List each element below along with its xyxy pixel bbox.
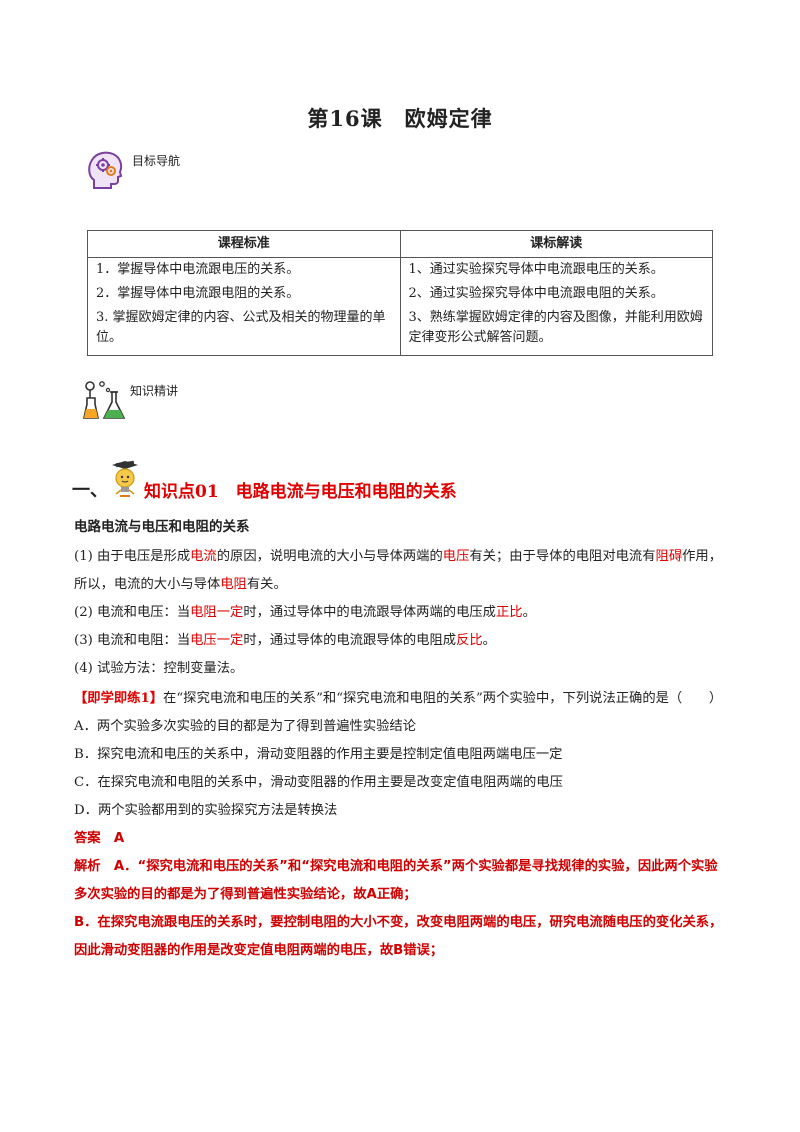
table-cell: 2．掌握导体中电流跟电阻的关系。	[87, 282, 401, 307]
answer: 答案 A	[74, 831, 125, 846]
table-row: 2．掌握导体中电流跟电阻的关系。 2、通过实验探究导体中电流跟电阻的关系。	[87, 282, 713, 307]
standards-table: 课程标准 课标解读 1．掌握导体中电流跟电压的关系。 1、通过实验探究导体中电流…	[87, 230, 713, 356]
table-cell: 3、熟练掌握欧姆定律的内容及图像，并能利用欧姆定律变形公式解答问题。	[399, 306, 713, 356]
lightbulb-mascot-icon	[108, 460, 142, 504]
analysis-b: B．在探究电流跟电压的关系时，要控制电阻的大小不变，改变电阻两端的电压，研究电流…	[74, 915, 723, 958]
exercise-tag: 【即学即练1】	[74, 691, 164, 706]
table-header: 课程标准	[87, 230, 401, 258]
highlight-term: 电流	[190, 549, 217, 564]
knowledge-points: (1) 由于电压是形成电流的原因，说明电流的大小与导体两端的电压有关；由于导体的…	[74, 543, 724, 965]
page-title: 第16课 欧姆定律	[307, 106, 493, 131]
knowledge-section-label: 知识精讲	[82, 378, 178, 426]
option-c: C．在探究电流和电阻的关系中，滑动变阻器的作用主要是改变定值电阻两端的电压	[74, 775, 563, 790]
option-d: D．两个实验都用到的实验探究方法是转换法	[74, 803, 338, 818]
flask-icon	[82, 378, 128, 426]
option-b: B．探究电流和电压的关系中，滑动变阻器的作用主要是控制定值电阻两端电压一定	[74, 747, 563, 762]
point-4: (4) 试验方法：控制变量法。	[74, 661, 244, 676]
highlight-term: 阻碍	[655, 549, 683, 564]
table-header-row: 课程标准 课标解读	[87, 230, 713, 258]
head-gears-icon	[84, 148, 128, 196]
highlight-term: 正比	[495, 605, 523, 620]
nav-label: 目标导航	[132, 154, 181, 168]
exercise-stem: 【即学即练1】在“探究电流和电压的关系”和“探究电流和电阻的关系”两个实验中，下…	[74, 691, 723, 706]
section-number: 一、	[72, 480, 108, 501]
option-a: A．两个实验多次实验的目的都是为了得到普遍性实验结论	[74, 719, 417, 734]
point-2: (2) 电流和电压：当电阻一定时，通过导体中的电流跟导体两端的电压成正比。	[74, 605, 536, 620]
table-row: 1．掌握导体中电流跟电压的关系。 1、通过实验探究导体中电流跟电压的关系。	[87, 257, 713, 283]
highlight-term: 电压	[442, 549, 470, 564]
table-row: 3. 掌握欧姆定律的内容、公式及相关的物理量的单位。 3、熟练掌握欧姆定律的内容…	[87, 306, 713, 356]
subheading: 电路电流与电压和电阻的关系	[74, 519, 250, 535]
highlight-term: 电压一定	[190, 633, 244, 648]
section-title: 知识点01 电路电流与电压和电阻的关系	[144, 482, 457, 502]
point-1: (1) 由于电压是形成电流的原因，说明电流的大小与导体两端的电压有关；由于导体的…	[74, 549, 723, 592]
table-cell: 3. 掌握欧姆定律的内容、公式及相关的物理量的单位。	[87, 306, 401, 356]
table-header: 课标解读	[399, 230, 713, 258]
section-heading: 一、 知识点01 电路电流与电压和电阻的关系	[72, 460, 457, 504]
highlight-term: 反比	[456, 633, 483, 648]
table-cell: 1．掌握导体中电流跟电压的关系。	[87, 257, 401, 283]
point-3: (3) 电流和电阻：当电压一定时，通过导体的电流跟导体的电阻成反比。	[74, 633, 496, 648]
highlight-term: 电阻一定	[190, 605, 244, 620]
target-navigation: 目标导航	[84, 148, 180, 196]
table-cell: 1、通过实验探究导体中电流跟电压的关系。	[399, 257, 713, 283]
highlight-term: 电阻	[220, 577, 247, 592]
knowledge-label: 知识精讲	[130, 384, 179, 398]
table-cell: 2、通过实验探究导体中电流跟电阻的关系。	[399, 282, 713, 307]
analysis-a: 解析 A．“探究电流和电压的关系”和“探究电流和电阻的关系”两个实验都是寻找规律…	[74, 859, 718, 902]
